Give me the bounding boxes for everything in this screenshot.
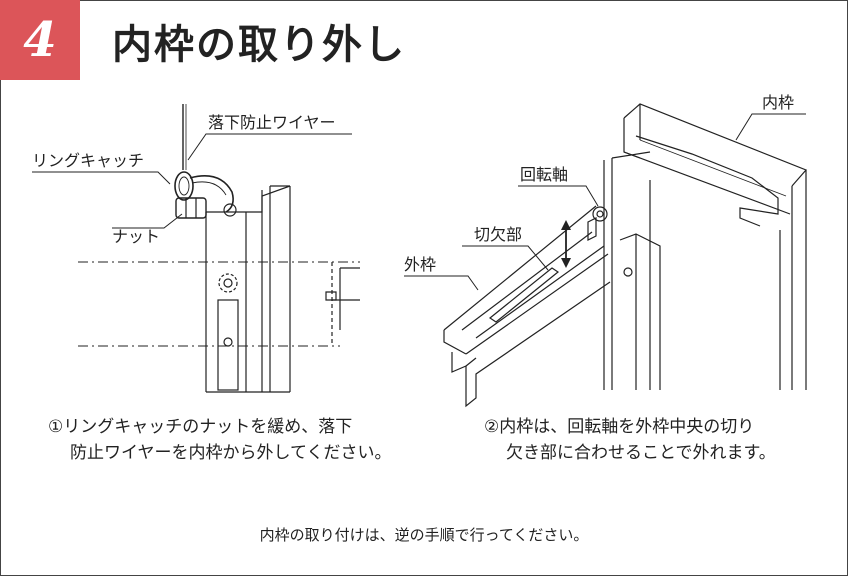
step-title: 内枠の取り外し — [112, 22, 406, 68]
label-ring-catch: リングキャッチ — [32, 151, 144, 170]
figure1-caption-line2: 防止ワイヤーを内枠から外してください。 — [70, 443, 392, 463]
footer-note: 内枠の取り付けは、逆の手順で行ってください。 — [259, 526, 589, 544]
step-number-badge: 4 — [0, 0, 80, 80]
label-inner-frame: 内枠 — [762, 93, 794, 112]
figure1-leaders — [32, 133, 352, 229]
figure2-caption: ②内枠は、回転軸を外枠中央の切り 欠き部に合わせることで外れます。 — [484, 414, 814, 466]
figure2-caption-line1: ②内枠は、回転軸を外枠中央の切り — [484, 417, 755, 437]
label-fall-prevention-wire: 落下防止ワイヤー — [208, 113, 336, 132]
figure1-caption: ①リングキャッチのナットを緩め、落下 防止ワイヤーを内枠から外してください。 — [48, 414, 418, 466]
figure1-drawing — [78, 104, 360, 393]
label-pivot-axis: 回転軸 — [520, 165, 568, 184]
label-nut: ナット — [112, 227, 160, 246]
figure2-caption-line2: 欠き部に合わせることで外れます。 — [506, 443, 776, 463]
figure2-drawing — [443, 103, 808, 408]
label-outer-frame: 外枠 — [404, 255, 436, 274]
figure1-caption-line1: ①リングキャッチのナットを緩め、落下 — [48, 417, 353, 437]
figure2-leaders — [404, 113, 806, 291]
label-notch: 切欠部 — [474, 225, 522, 244]
